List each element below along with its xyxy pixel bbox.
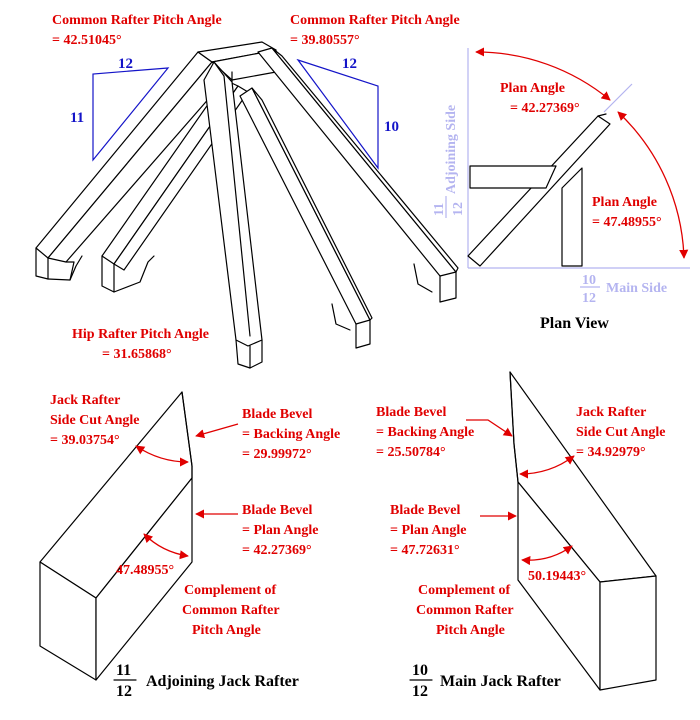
- right-pitch-run: 12: [342, 56, 357, 72]
- adj-title-text: Adjoining Jack Rafter: [146, 673, 299, 690]
- right-pitch-triangle: 12 10: [296, 56, 399, 170]
- right-pitch-rise: 10: [384, 119, 399, 135]
- adjoining-side-text: Adjoining Side: [444, 105, 459, 194]
- adj-frac-den: 12: [116, 683, 132, 700]
- main-sidecut-line1: Jack Rafter: [576, 405, 646, 420]
- adj-plan-value: = 42.27369°: [242, 543, 312, 558]
- adj-sidecut-value: = 39.03754°: [50, 433, 120, 448]
- adj-complement-value: 47.48955°: [116, 563, 174, 578]
- adj-complement-line3: Pitch Angle: [192, 623, 261, 638]
- main-side-rise: 10: [582, 273, 596, 288]
- ridge-block: [197, 41, 277, 93]
- hip-rafter: [203, 61, 263, 369]
- rafter-assembly: [35, 41, 459, 369]
- plan-angle-lower-value: = 47.48955°: [592, 215, 662, 230]
- main-side-label: 10 12 Main Side: [580, 273, 667, 306]
- adj-complement-line1: Complement of: [184, 583, 276, 598]
- left-pitch-run: 12: [118, 56, 133, 72]
- adj-frac-num: 11: [116, 662, 131, 679]
- main-backing-value: = 25.50784°: [376, 445, 446, 460]
- main-frac-den: 12: [412, 683, 428, 700]
- left-pitch-triangle: 12 11: [70, 56, 170, 162]
- right-common-rafter: [257, 47, 459, 303]
- plan-angle-upper-value: = 42.27369°: [510, 101, 580, 116]
- main-backing-line2: = Backing Angle: [376, 425, 474, 440]
- main-side-run: 12: [582, 291, 596, 306]
- main-plan-value: = 47.72631°: [390, 543, 460, 558]
- hip-pitch-value: = 31.65868°: [102, 347, 172, 362]
- main-complement-line2: Common Rafter: [416, 603, 514, 618]
- adjoining-side-label: 11 12 Adjoining Side: [432, 105, 466, 218]
- right-pitch-value: = 39.80557°: [290, 33, 360, 48]
- hip-pitch-label: Hip Rafter Pitch Angle: [72, 327, 209, 342]
- main-side-text: Main Side: [606, 281, 667, 296]
- adjoining-jack-title: 11 12 Adjoining Jack Rafter: [113, 662, 299, 700]
- main-complement-line1: Complement of: [418, 583, 510, 598]
- adjoining-jack-block: [39, 391, 193, 681]
- adj-plan-line1: Blade Bevel: [242, 503, 312, 518]
- main-backing-line1: Blade Bevel: [376, 405, 446, 420]
- main-plan-line1: Blade Bevel: [390, 503, 460, 518]
- right-jack-rafter: [239, 87, 373, 349]
- left-pitch-label: Common Rafter Pitch Angle: [52, 13, 222, 28]
- adj-sidecut-line2: Side Cut Angle: [50, 413, 139, 428]
- adj-plan-line2: = Plan Angle: [242, 523, 318, 538]
- main-jack-title: 10 12 Main Jack Rafter: [409, 662, 561, 700]
- main-title-text: Main Jack Rafter: [440, 673, 561, 690]
- main-complement-line3: Pitch Angle: [436, 623, 505, 638]
- left-pitch-value: = 42.51045°: [52, 33, 122, 48]
- plan-view: [467, 47, 690, 269]
- plan-view-title: Plan View: [540, 315, 609, 332]
- right-pitch-label: Common Rafter Pitch Angle: [290, 13, 460, 28]
- adj-backing-value: = 29.99972°: [242, 447, 312, 462]
- adjoining-side-rise: 11: [432, 203, 447, 216]
- adj-backing-line2: = Backing Angle: [242, 427, 340, 442]
- adj-complement-line2: Common Rafter: [182, 603, 280, 618]
- main-frac-num: 10: [412, 662, 428, 679]
- left-pitch-rise: 11: [70, 110, 84, 126]
- adj-sidecut-line1: Jack Rafter: [50, 393, 120, 408]
- main-sidecut-value: = 34.92979°: [576, 445, 646, 460]
- main-complement-value: 50.19443°: [528, 569, 586, 584]
- adj-backing-line1: Blade Bevel: [242, 407, 312, 422]
- plan-angle-upper-label: Plan Angle: [500, 81, 565, 96]
- main-sidecut-line2: Side Cut Angle: [576, 425, 665, 440]
- adjoining-side-run: 12: [451, 202, 466, 216]
- plan-angle-lower-label: Plan Angle: [592, 195, 657, 210]
- main-plan-line2: = Plan Angle: [390, 523, 466, 538]
